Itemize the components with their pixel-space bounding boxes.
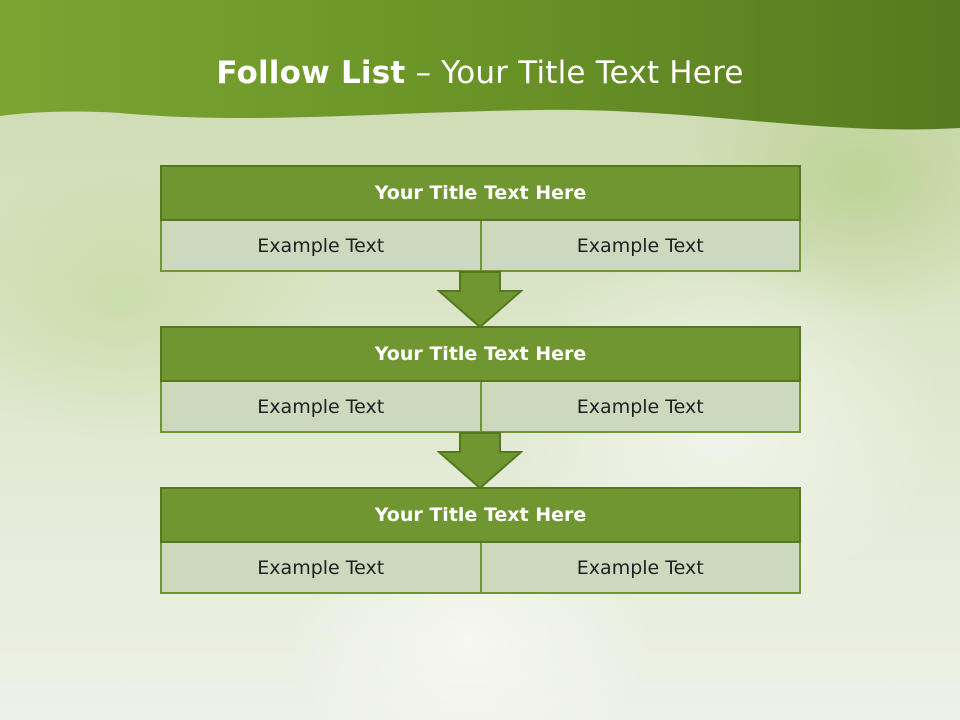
block-cell-right: Example Text [481,382,801,433]
block-title: Your Title Text Here [160,326,801,382]
block-title: Your Title Text Here [160,487,801,543]
list-block-2: Your Title Text Here Example Text Exampl… [160,326,801,433]
block-cell-left: Example Text [160,221,482,272]
down-arrow-icon [437,271,523,329]
block-row: Example Text Example Text [160,382,801,433]
slide-title-rest: – Your Title Text Here [405,55,744,91]
block-cell-left: Example Text [160,382,482,433]
block-row: Example Text Example Text [160,543,801,594]
list-block-3: Your Title Text Here Example Text Exampl… [160,487,801,594]
block-title: Your Title Text Here [160,165,801,221]
block-cell-left: Example Text [160,543,482,594]
down-arrow-icon [437,432,523,490]
block-cell-right: Example Text [481,543,801,594]
header-banner [0,0,960,130]
slide-title-bold: Follow List [216,55,406,91]
slide-title: Follow List – Your Title Text Here [0,55,960,91]
block-cell-right: Example Text [481,221,801,272]
block-row: Example Text Example Text [160,221,801,272]
list-block-1: Your Title Text Here Example Text Exampl… [160,165,801,272]
